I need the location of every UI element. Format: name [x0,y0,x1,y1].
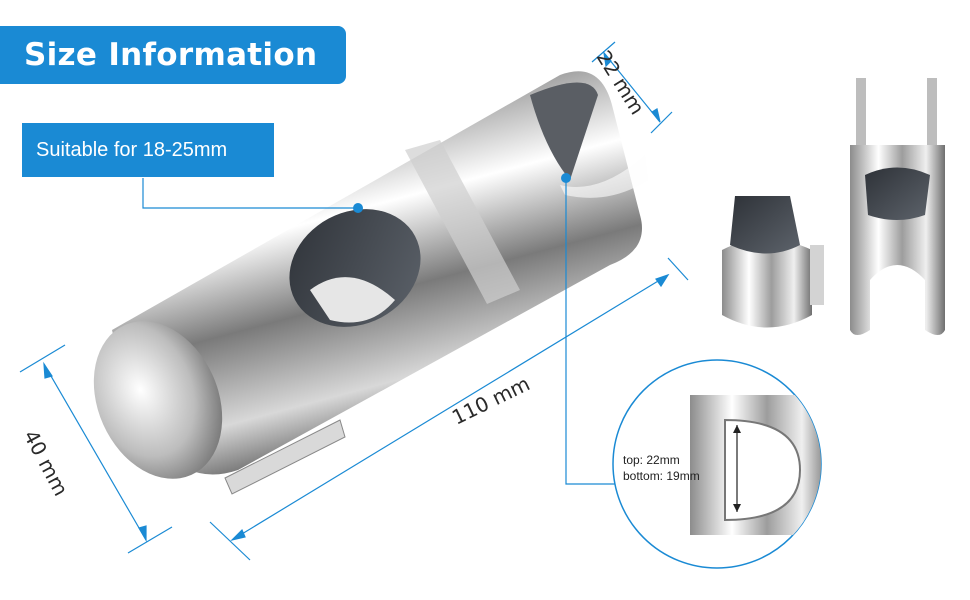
fit-range-label: Suitable for 18-25mm [22,123,274,177]
detail-closeup [690,395,821,535]
callout-dot-bore [353,203,363,213]
top-width-note: top: 22mm [623,453,680,467]
banner-title: Size Information [24,37,318,73]
clamp-part [850,78,945,335]
callout-lines [142,178,622,485]
bottom-width-note: bottom: 19mm [623,469,700,483]
size-information-banner: Size Information [0,26,346,84]
opening-detail-notes: top: 22mm bottom: 19mm [623,452,700,484]
callout-dot-opening [561,173,571,183]
dimension-lines [19,41,689,561]
fit-range-text: Suitable for 18-25mm [36,138,228,161]
slider-body [93,71,648,495]
insert-part [722,196,824,328]
